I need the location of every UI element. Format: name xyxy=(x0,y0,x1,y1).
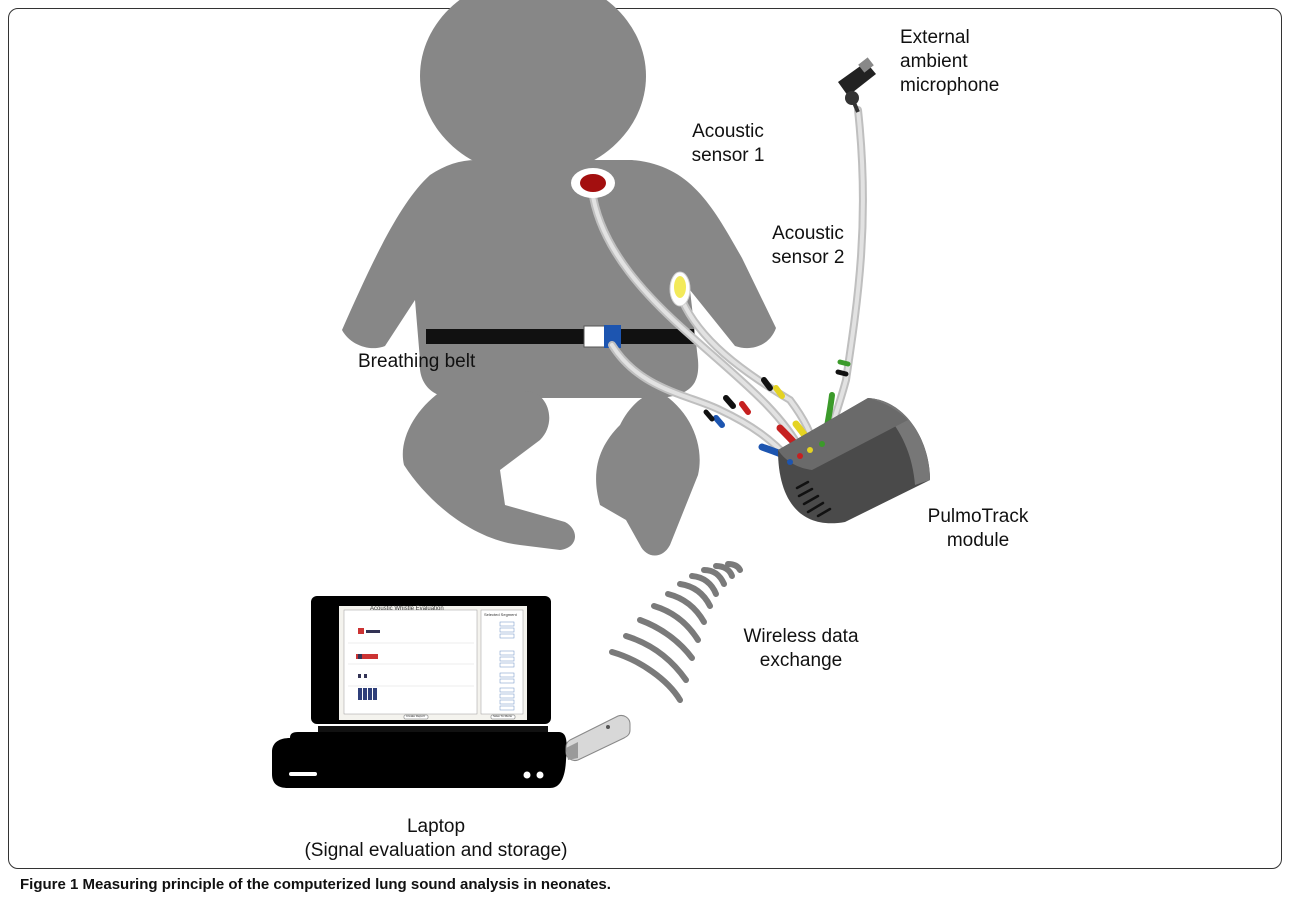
external-microphone-icon xyxy=(838,57,876,113)
module-line-1: PulmoTrack xyxy=(927,506,1029,527)
create-report-button[interactable] xyxy=(403,714,429,720)
wireless-line-1: Wireless data xyxy=(743,626,859,647)
laptop-line-2: (Signal evaluation and storage) xyxy=(304,840,568,861)
external-mic-line-2: ambient xyxy=(900,51,968,72)
module-line-2: module xyxy=(946,530,1010,551)
save-to-menu-label: Save To Menu xyxy=(493,714,513,718)
external-mic-label: External ambient microphone xyxy=(900,26,999,98)
external-mic-line-3: microphone xyxy=(900,75,1000,96)
sensor-2-line-1: Acoustic xyxy=(772,223,844,244)
sensor-2-line-2: sensor 2 xyxy=(771,247,845,268)
caption-label: Figure 1 xyxy=(20,876,79,893)
acoustic-sensor-2 xyxy=(669,271,691,307)
breathing-belt xyxy=(426,325,694,348)
module-label: PulmoTrack module xyxy=(918,505,1038,553)
screen-title: Acoustic Whistle Evaluation xyxy=(370,606,444,612)
breathing-belt-label: Breathing belt xyxy=(358,351,476,372)
figure-frame xyxy=(8,8,1282,869)
save-to-menu-button[interactable] xyxy=(490,714,516,720)
usb-dongle-icon xyxy=(565,715,631,761)
figure-caption: Figure 1 Measuring principle of the comp… xyxy=(20,876,611,893)
wireless-label: Wireless data exchange xyxy=(736,625,866,673)
sensor-2-label: Acoustic sensor 2 xyxy=(760,222,856,270)
infant-silhouette xyxy=(342,0,776,556)
screen-side-title: Selected Segment xyxy=(484,612,517,617)
sensor-1-label: Acoustic sensor 1 xyxy=(680,120,776,168)
acoustic-sensor-1 xyxy=(571,168,615,198)
sensor-1-line-2: sensor 1 xyxy=(691,145,765,166)
pulmotrack-module xyxy=(778,398,930,524)
screen-chart-rows xyxy=(348,628,474,700)
laptop-line-1: Laptop xyxy=(406,816,466,837)
wireless-line-2: exchange xyxy=(759,650,843,671)
create-report-label: Create Report xyxy=(406,714,425,718)
sensor-1-line-1: Acoustic xyxy=(692,121,764,142)
caption-text: Measuring principle of the computerized … xyxy=(78,876,611,893)
evaluation-screen xyxy=(343,609,524,720)
external-mic-line-1: External xyxy=(900,27,970,48)
screen-value-boxes xyxy=(499,621,515,711)
wireless-signal-icon xyxy=(609,561,743,703)
laptop-label: Laptop (Signal evaluation and storage) xyxy=(296,815,576,863)
